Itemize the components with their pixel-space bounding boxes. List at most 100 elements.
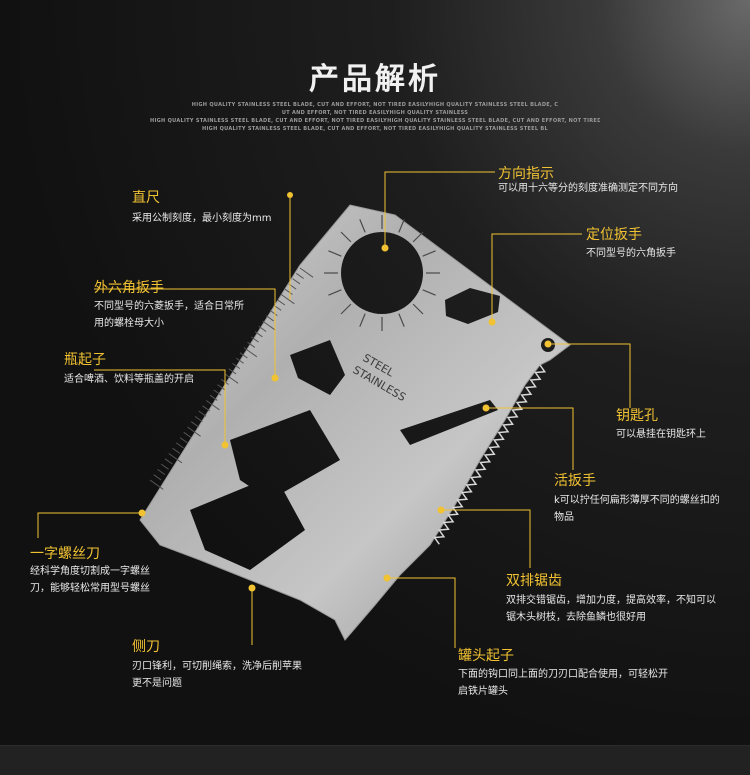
compass-mark bbox=[328, 250, 342, 257]
compass-mark bbox=[422, 250, 436, 257]
callout-line-key-hole bbox=[548, 343, 631, 408]
compass-mark bbox=[412, 303, 424, 315]
ruler-tick bbox=[232, 362, 241, 370]
compass-mark bbox=[359, 313, 366, 327]
feature-title-hex-wrench: 外六角扳手 bbox=[94, 280, 164, 296]
callout-dot bbox=[271, 374, 279, 382]
feature-desc-key-hole: 可以悬挂在钥匙环上 bbox=[616, 429, 706, 440]
ruler-tick bbox=[153, 474, 162, 481]
subtitle-line: HIGH QUALITY STAINLESS STEEL BLADE, CUT … bbox=[191, 102, 559, 108]
callout-line-adjustable-wrench bbox=[486, 407, 574, 470]
ruler-tick bbox=[280, 294, 295, 305]
saw-teeth bbox=[433, 364, 547, 545]
callout-dot bbox=[248, 584, 256, 592]
feature-title-key-hole: 钥匙孔 bbox=[616, 408, 658, 424]
feature-title-ruler: 直尺 bbox=[132, 190, 160, 206]
callout-line-can-opener bbox=[387, 577, 456, 648]
ruler-tick bbox=[247, 341, 256, 348]
feature-desc-bottle-opener: 适合啤酒、饮料等瓶盖的开启 bbox=[64, 374, 194, 385]
subtitle-line: HIGH QUALITY STAINLESS STEEL BLADE, CUT … bbox=[150, 118, 600, 124]
ruler-tick bbox=[292, 278, 301, 285]
feature-title-bottle-opener: 瓶起子 bbox=[64, 352, 106, 368]
ruler-tick bbox=[183, 431, 192, 438]
ruler-tick bbox=[235, 357, 244, 364]
feature-desc-can-opener: 下面的钩口同上面的刀刃口配合使用，可轻松开启铁片罐头 bbox=[458, 669, 668, 697]
ruler-tick bbox=[202, 405, 211, 412]
ruler-tick bbox=[172, 447, 181, 454]
callout-dot bbox=[488, 318, 496, 326]
callout-line-hex-wrench bbox=[94, 288, 276, 378]
callout-line-position-wrench bbox=[491, 233, 582, 322]
ruler-tick bbox=[284, 288, 293, 295]
ruler-tick bbox=[277, 299, 286, 306]
compass-mark bbox=[359, 219, 366, 233]
callout-dots bbox=[138, 192, 552, 592]
ruler-tick bbox=[217, 384, 226, 391]
ruler-tick bbox=[175, 442, 184, 449]
ruler-tick bbox=[239, 352, 248, 359]
compass-mark bbox=[398, 219, 405, 233]
compass-mark bbox=[340, 231, 352, 243]
subtitle-block: HIGH QUALITY STAINLESS STEEL BLADE, CUT … bbox=[150, 101, 600, 133]
feature-title-adjustable-wrench: 活扳手 bbox=[554, 473, 596, 489]
ruler-tick bbox=[224, 373, 239, 384]
ruler-tick bbox=[157, 468, 166, 476]
ruler-tick bbox=[243, 347, 258, 358]
ruler-tick bbox=[228, 368, 237, 375]
callout-dot bbox=[383, 574, 391, 582]
ruler-tick bbox=[299, 267, 314, 278]
callout-dot bbox=[544, 340, 552, 348]
compass-marks bbox=[324, 215, 440, 331]
feature-title-compass: 方向指示 bbox=[498, 166, 554, 182]
ruler-tick bbox=[265, 315, 274, 322]
ruler-tick bbox=[149, 479, 164, 490]
compass-mark bbox=[340, 303, 352, 315]
ruler-tick bbox=[194, 415, 203, 423]
callout-dot bbox=[221, 441, 229, 449]
compass-mark bbox=[398, 313, 405, 327]
ruler-ticks bbox=[149, 267, 314, 490]
subtitle-line: HIGH QUALITY STAINLESS STEEL BLADE, CUT … bbox=[202, 126, 548, 132]
ruler-tick bbox=[168, 453, 183, 464]
compass-mark bbox=[328, 289, 342, 296]
ruler-tick bbox=[295, 272, 304, 279]
compass-mark bbox=[412, 231, 424, 243]
feature-desc-adjustable-wrench: k可以拧任何扁形薄厚不同的螺丝扣的物品 bbox=[554, 495, 720, 523]
ruler-tick bbox=[254, 331, 263, 338]
saw-edge bbox=[433, 364, 547, 545]
ruler-tick bbox=[258, 325, 267, 332]
ruler-tick bbox=[198, 410, 207, 417]
callout-dot bbox=[482, 404, 490, 412]
callout-line-bottle-opener bbox=[94, 369, 226, 445]
ruler-tick bbox=[205, 400, 220, 411]
subtitle-line: UT AND EFFORT, NOT TIRED EASILYHIGH QUAL… bbox=[281, 110, 469, 116]
callout-line-compass bbox=[384, 171, 495, 248]
ruler-tick bbox=[269, 309, 278, 317]
ruler-tick bbox=[250, 336, 259, 343]
callout-lines bbox=[37, 171, 631, 648]
page-title: 产品解析 bbox=[309, 62, 441, 97]
feature-title-can-opener: 罐头起子 bbox=[458, 648, 514, 664]
ruler-tick bbox=[262, 320, 276, 331]
callout-line-saw bbox=[441, 509, 531, 568]
callout-dot bbox=[381, 244, 389, 252]
feature-title-position-wrench: 定位扳手 bbox=[586, 227, 642, 243]
feature-desc-hex-wrench: 不同型号的六菱扳手，适合日常所用的螺栓母大小 bbox=[94, 301, 244, 329]
callout-dot bbox=[437, 506, 445, 514]
feature-title-saw: 双排锯齿 bbox=[506, 573, 562, 589]
compass-mark bbox=[422, 289, 436, 296]
callout-line-screwdriver bbox=[37, 512, 142, 538]
ruler-tick bbox=[190, 421, 199, 428]
feature-desc-saw: 双排交错锯齿，增加力度，提高效率，不知可以锯木头树枝，去除鱼鳞也很好用 bbox=[506, 595, 716, 623]
feature-desc-screwdriver: 经科学角度切割成一字螺丝刀，能够轻松常用型号螺丝 bbox=[30, 566, 150, 594]
ruler-tick bbox=[209, 394, 218, 401]
feature-desc-position-wrench: 不同型号的六角扳手 bbox=[586, 248, 676, 259]
callout-dot bbox=[138, 509, 146, 517]
ruler-tick bbox=[164, 458, 173, 465]
callout-dot bbox=[287, 192, 293, 198]
card-body bbox=[139, 204, 571, 641]
ruler-tick bbox=[160, 463, 169, 470]
ruler-tick bbox=[187, 426, 201, 437]
ruler-tick bbox=[179, 437, 188, 444]
